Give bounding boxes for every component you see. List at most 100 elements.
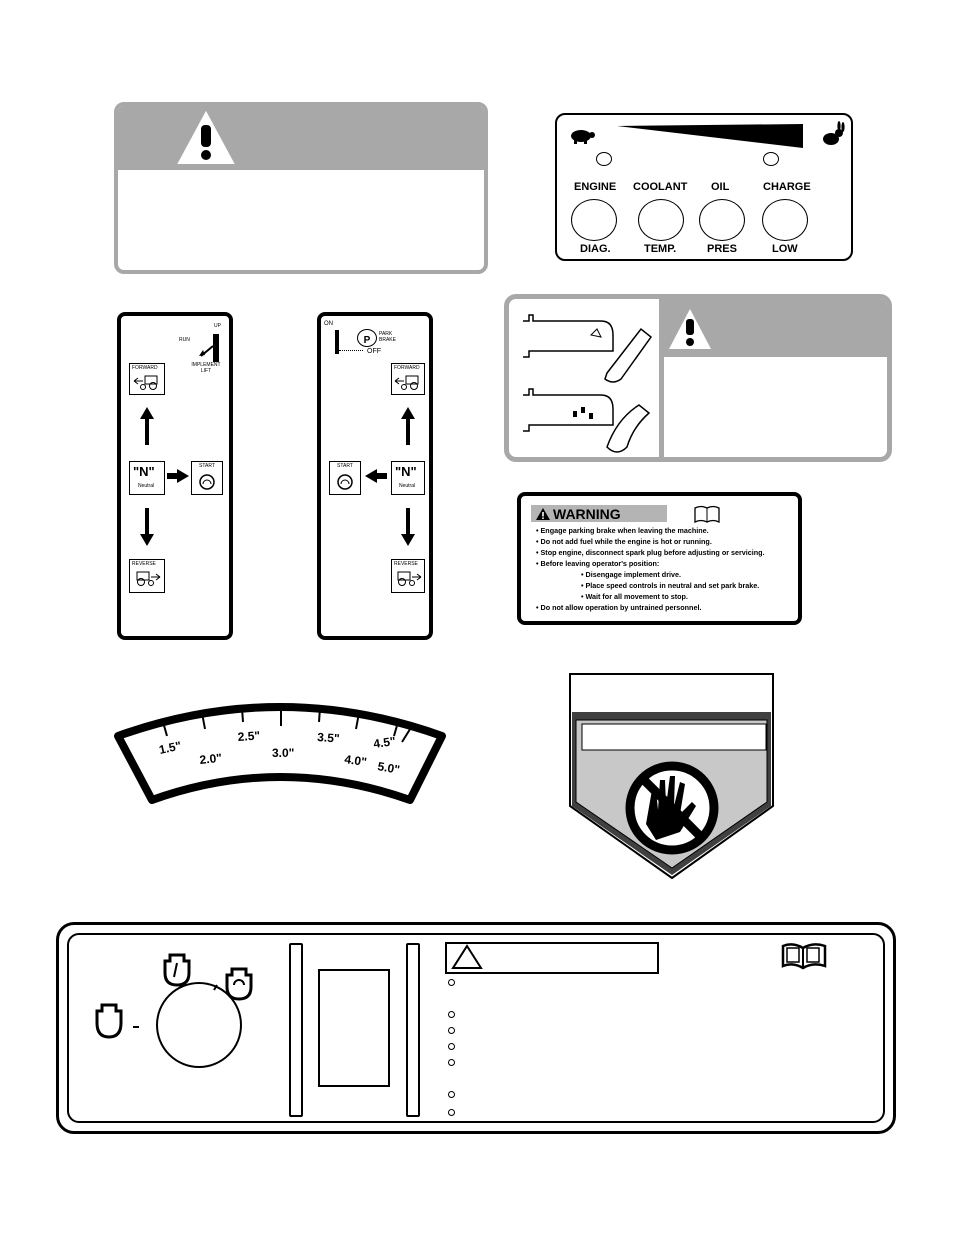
park-letter: P bbox=[363, 335, 371, 346]
shield-hazard-decal bbox=[569, 673, 774, 880]
indicator-lamp-left bbox=[596, 152, 612, 166]
tractor-forward-icon bbox=[394, 375, 419, 390]
reverse-box: REVERSE bbox=[129, 559, 165, 593]
no-hands-prohibition-icon bbox=[625, 761, 719, 855]
bottom-control-panel bbox=[56, 922, 896, 1134]
gauge-ticks bbox=[162, 706, 399, 737]
height-label-3-0: 3.0" bbox=[272, 746, 294, 760]
run-label: RUN bbox=[179, 337, 190, 343]
bullet-dot bbox=[448, 1091, 455, 1098]
arrow-up-icon bbox=[140, 407, 154, 445]
left-slot bbox=[289, 943, 303, 1117]
forward-label: FORWARD bbox=[394, 365, 420, 371]
warning-line-4: • Before leaving operator's position: bbox=[536, 559, 660, 568]
warning-title: WARNING bbox=[553, 506, 621, 522]
coolant-temp-lamp bbox=[638, 199, 684, 241]
warning-line-8: • Do not allow operation by untrained pe… bbox=[536, 603, 702, 612]
inner-border bbox=[67, 933, 885, 1123]
tractor-reverse-icon bbox=[136, 571, 161, 586]
bullet-dot bbox=[448, 1059, 455, 1066]
neutral-box: "N" Neutral bbox=[129, 461, 165, 495]
tractor-reverse-icon bbox=[397, 571, 422, 586]
warning-line-6: • Place speed controls in neutral and se… bbox=[581, 581, 760, 590]
on-label: ON bbox=[324, 321, 333, 327]
forward-box: FORWARD bbox=[391, 363, 425, 395]
warning-text-decal: WARNING • Engage parking brake when leav… bbox=[517, 492, 802, 625]
warning-triangle-icon bbox=[536, 508, 550, 520]
engine-diag-lamp bbox=[571, 199, 617, 241]
warning-triangle-icon bbox=[451, 944, 483, 969]
reverse-label: REVERSE bbox=[132, 561, 156, 567]
right-shift-pattern-decal: ON OFF P PARK BRAKE FORWARD START "N" Ne… bbox=[317, 312, 433, 640]
reverse-label: REVERSE bbox=[394, 561, 418, 567]
mower-deck-icon bbox=[523, 314, 653, 383]
up-label: UP bbox=[214, 323, 221, 329]
center-window bbox=[318, 969, 390, 1087]
arrow-right-icon bbox=[167, 469, 189, 483]
blank-warning-decal bbox=[114, 102, 488, 274]
tractor-forward-icon bbox=[133, 375, 158, 390]
engine-start-icon bbox=[337, 474, 353, 490]
ignition-switch-diagram bbox=[95, 953, 253, 1068]
arrow-left-icon bbox=[365, 469, 387, 483]
warning-line-1: • Engage parking brake when leaving the … bbox=[536, 526, 709, 535]
start-label: START bbox=[337, 463, 353, 469]
throttle-wedge bbox=[617, 124, 803, 148]
park-brake-label: PARK BRAKE bbox=[379, 331, 396, 343]
neutral-label: Neutral bbox=[138, 483, 155, 489]
start-key-icon bbox=[225, 967, 253, 1001]
start-box: START bbox=[191, 461, 223, 495]
bullet-dot bbox=[448, 1027, 455, 1034]
bullet-dot bbox=[448, 979, 455, 986]
indicator-panel-decal: ENGINE COOLANT OIL CHARGE DIAG. TEMP. PR… bbox=[555, 113, 853, 261]
blade-cut-pictogram bbox=[523, 314, 653, 453]
diag-label: DIAG. bbox=[580, 243, 611, 255]
height-label-4-0: 4.0" bbox=[344, 752, 368, 769]
height-label-4-5: 4.5" bbox=[372, 734, 396, 751]
arrow-down-icon bbox=[140, 508, 154, 546]
coolant-label: COOLANT bbox=[633, 181, 688, 193]
oil-pres-lamp bbox=[699, 199, 745, 241]
park-brake-icon: P bbox=[357, 329, 377, 347]
operator-manual-icon bbox=[694, 505, 720, 524]
low-label: LOW bbox=[772, 243, 798, 255]
rabbit-fast-icon bbox=[823, 121, 845, 145]
neutral-box: "N" Neutral bbox=[391, 461, 425, 495]
neutral-letter: "N" bbox=[133, 464, 155, 479]
right-slot bbox=[406, 943, 420, 1117]
start-label: START bbox=[199, 463, 215, 469]
off-dotted-line bbox=[339, 350, 363, 351]
cutting-height-gauge: 1.5" 2.0" 2.5" 3.0" 3.5" 4.0" 4.5" 5.0" bbox=[114, 703, 446, 804]
on-off-switch-bar bbox=[335, 330, 339, 354]
reverse-box: REVERSE bbox=[391, 559, 425, 593]
operator-manual-icon bbox=[781, 943, 827, 970]
indicator-lamp-right bbox=[763, 152, 779, 166]
blank-message-bar bbox=[581, 723, 767, 751]
implement-lift-label: IMPLEMENT LIFT bbox=[191, 362, 221, 374]
height-label-1-5: 1.5" bbox=[158, 739, 183, 757]
height-label-2-0: 2.0" bbox=[199, 751, 223, 767]
engine-start-icon bbox=[199, 474, 215, 490]
arrow-down-icon bbox=[401, 508, 415, 546]
arrow-up-icon bbox=[401, 407, 415, 445]
height-label-3-5: 3.5" bbox=[317, 730, 340, 746]
warning-header-band bbox=[118, 106, 484, 170]
neutral-label: Neutral bbox=[399, 483, 416, 489]
key-switch-circle bbox=[156, 982, 242, 1068]
forward-label: FORWARD bbox=[132, 365, 158, 371]
left-shift-pattern-decal: RUN UP IMPLEMENT LIFT FORWARD "N" Neutra… bbox=[117, 312, 233, 640]
engine-label: ENGINE bbox=[574, 181, 617, 193]
neutral-letter: "N" bbox=[395, 464, 417, 479]
pictogram-divider bbox=[659, 299, 664, 457]
panel-warning-header bbox=[445, 942, 659, 974]
run-key-icon bbox=[163, 953, 191, 987]
turtle-slow-icon bbox=[571, 130, 595, 144]
exclamation-triangle-icon bbox=[669, 309, 711, 349]
off-label: OFF bbox=[367, 348, 381, 355]
bullet-dot bbox=[448, 1109, 455, 1116]
bullet-dot bbox=[448, 1043, 455, 1050]
warning-line-3: • Stop engine, disconnect spark plug bef… bbox=[536, 548, 765, 557]
off-key-icon bbox=[95, 1003, 123, 1039]
warning-line-7: • Wait for all movement to stop. bbox=[581, 592, 688, 601]
oil-label: OIL bbox=[711, 181, 730, 193]
